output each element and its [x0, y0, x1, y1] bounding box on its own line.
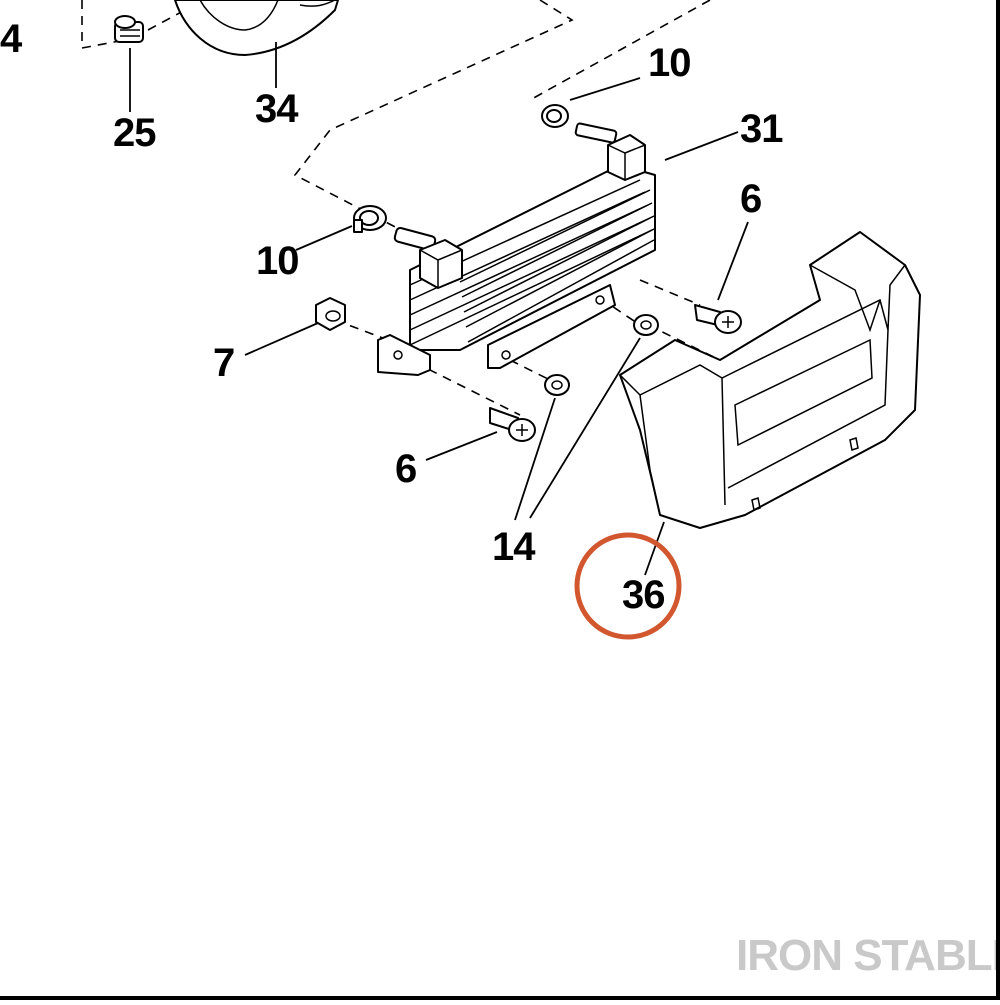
cooler-cover-part [619, 231, 921, 529]
nut-part [315, 297, 346, 331]
callout-6-bottom: 6 [395, 447, 416, 491]
clamp-top-part [541, 104, 618, 144]
callout-36: 36 [622, 573, 665, 617]
highlight-circle [574, 532, 682, 640]
callout-25: 25 [113, 111, 156, 155]
leader-lines [129, 42, 749, 576]
washers-part [544, 314, 659, 396]
oil-filter-part [174, 0, 339, 56]
clamp-left-part [353, 205, 437, 252]
callout-7: 7 [213, 341, 234, 385]
screw-top-part [694, 304, 742, 334]
callout-31: 31 [740, 107, 783, 151]
screw-bottom-part [489, 407, 536, 442]
callout-10-top: 10 [648, 41, 691, 85]
fitting-part [114, 15, 144, 43]
callout-14: 14 [492, 525, 536, 569]
watermark-text: IRON STABLE [736, 931, 1000, 980]
frame-bottom-border [0, 996, 1000, 1000]
callout-10-left: 10 [256, 239, 299, 283]
frame-right-border [996, 0, 1000, 1000]
callout-34: 34 [255, 87, 299, 131]
oil-cooler-part [377, 134, 656, 376]
callout-6-top: 6 [740, 177, 761, 221]
callout-4: 4 [0, 17, 23, 61]
cooler-fins [409, 179, 655, 346]
